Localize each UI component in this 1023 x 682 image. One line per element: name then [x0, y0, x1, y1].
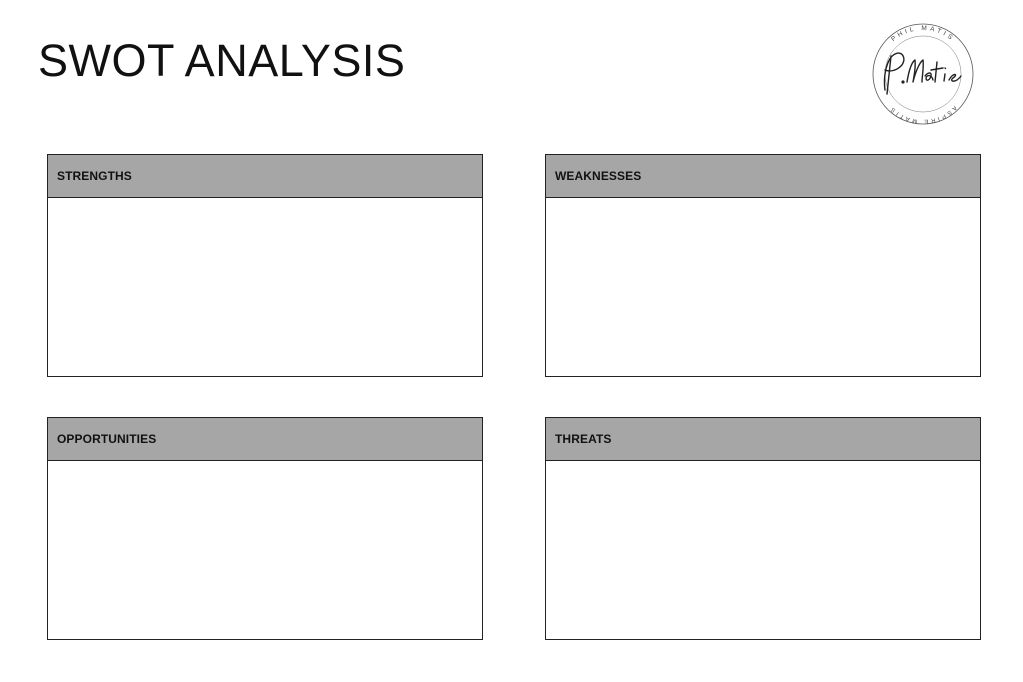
weaknesses-header: WEAKNESSES	[546, 155, 980, 198]
svg-text:PHIL MATIS: PHIL MATIS	[890, 25, 956, 43]
opportunities-header: OPPORTUNITIES	[48, 418, 482, 461]
opportunities-label: OPPORTUNITIES	[57, 432, 157, 446]
weaknesses-label: WEAKNESSES	[555, 169, 642, 183]
strengths-header: STRENGTHS	[48, 155, 482, 198]
page-title: SWOT ANALYSIS	[38, 35, 406, 86]
threats-header: THREATS	[546, 418, 980, 461]
opportunities-box: OPPORTUNITIES	[47, 417, 483, 640]
weaknesses-content-area[interactable]	[546, 198, 980, 376]
threats-label: THREATS	[555, 432, 612, 446]
weaknesses-box: WEAKNESSES	[545, 154, 981, 377]
svg-text:ASPIRE MATIS: ASPIRE MATIS	[888, 104, 957, 124]
brand-logo: PHIL MATIS ASPIRE MATIS	[865, 20, 981, 128]
strengths-label: STRENGTHS	[57, 169, 132, 183]
strengths-content-area[interactable]	[48, 198, 482, 376]
threats-box: THREATS	[545, 417, 981, 640]
threats-content-area[interactable]	[546, 461, 980, 639]
logo-seal-icon: PHIL MATIS ASPIRE MATIS	[872, 23, 974, 125]
strengths-box: STRENGTHS	[47, 154, 483, 377]
opportunities-content-area[interactable]	[48, 461, 482, 639]
